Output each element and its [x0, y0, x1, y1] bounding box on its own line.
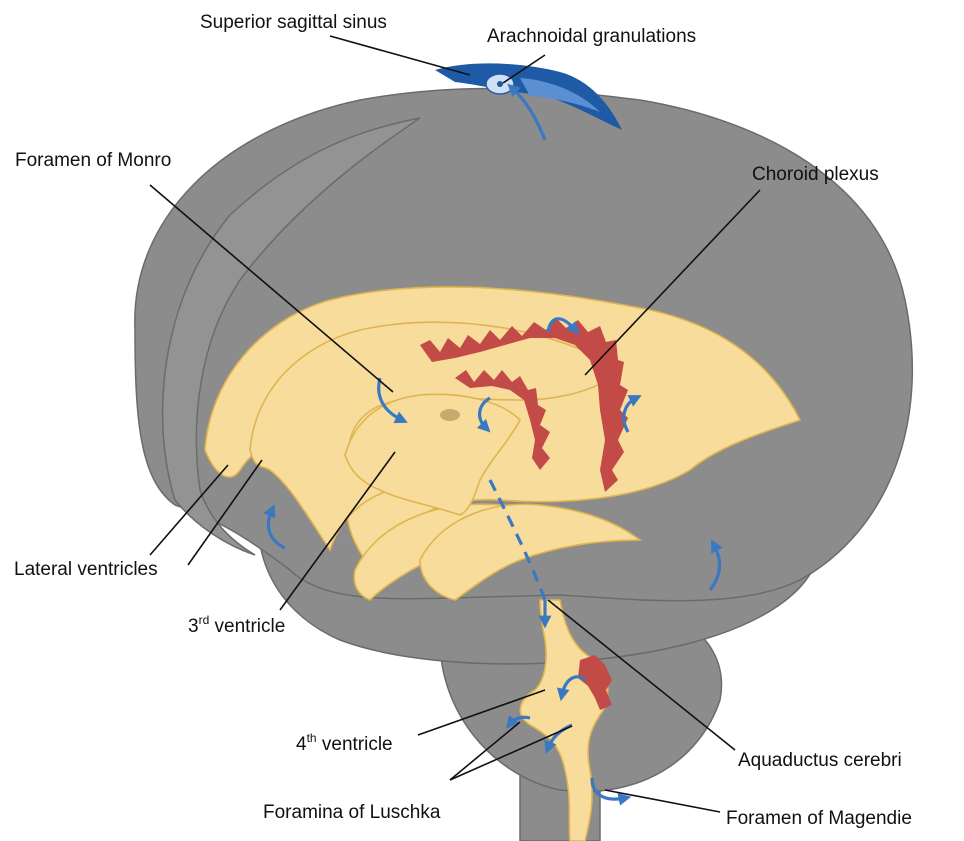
label-foramina-of-luschka: Foramina of Luschka: [263, 802, 441, 823]
label-lateral-ventricles: Lateral ventricles: [14, 559, 158, 580]
leader-superior-sagittal-sinus: [330, 36, 470, 75]
third-ventricle-word: ventricle: [209, 616, 285, 637]
label-foramen-of-monro: Foramen of Monro: [15, 150, 171, 171]
fourth-ventricle-superscript: th: [307, 731, 317, 745]
label-third-ventricle: 3rd ventricle: [188, 613, 285, 637]
label-superior-sagittal-sinus: Superior sagittal sinus: [200, 12, 387, 33]
label-choroid-plexus: Choroid plexus: [752, 164, 879, 185]
granulation-core: [497, 81, 503, 87]
fourth-ventricle-number: 4: [296, 734, 307, 755]
leader-foramen-of-magendie: [605, 790, 720, 812]
label-fourth-ventricle: 4th ventricle: [296, 731, 393, 755]
interthalamic-adhesion: [440, 409, 460, 421]
fourth-ventricle-word: ventricle: [317, 734, 393, 755]
label-arachnoidal-granulations: Arachnoidal granulations: [487, 26, 696, 47]
third-ventricle-number: 3: [188, 616, 199, 637]
label-foramen-of-magendie: Foramen of Magendie: [726, 808, 912, 829]
label-aquaductus-cerebri: Aquaductus cerebri: [738, 750, 902, 771]
third-ventricle-superscript: rd: [199, 613, 210, 627]
